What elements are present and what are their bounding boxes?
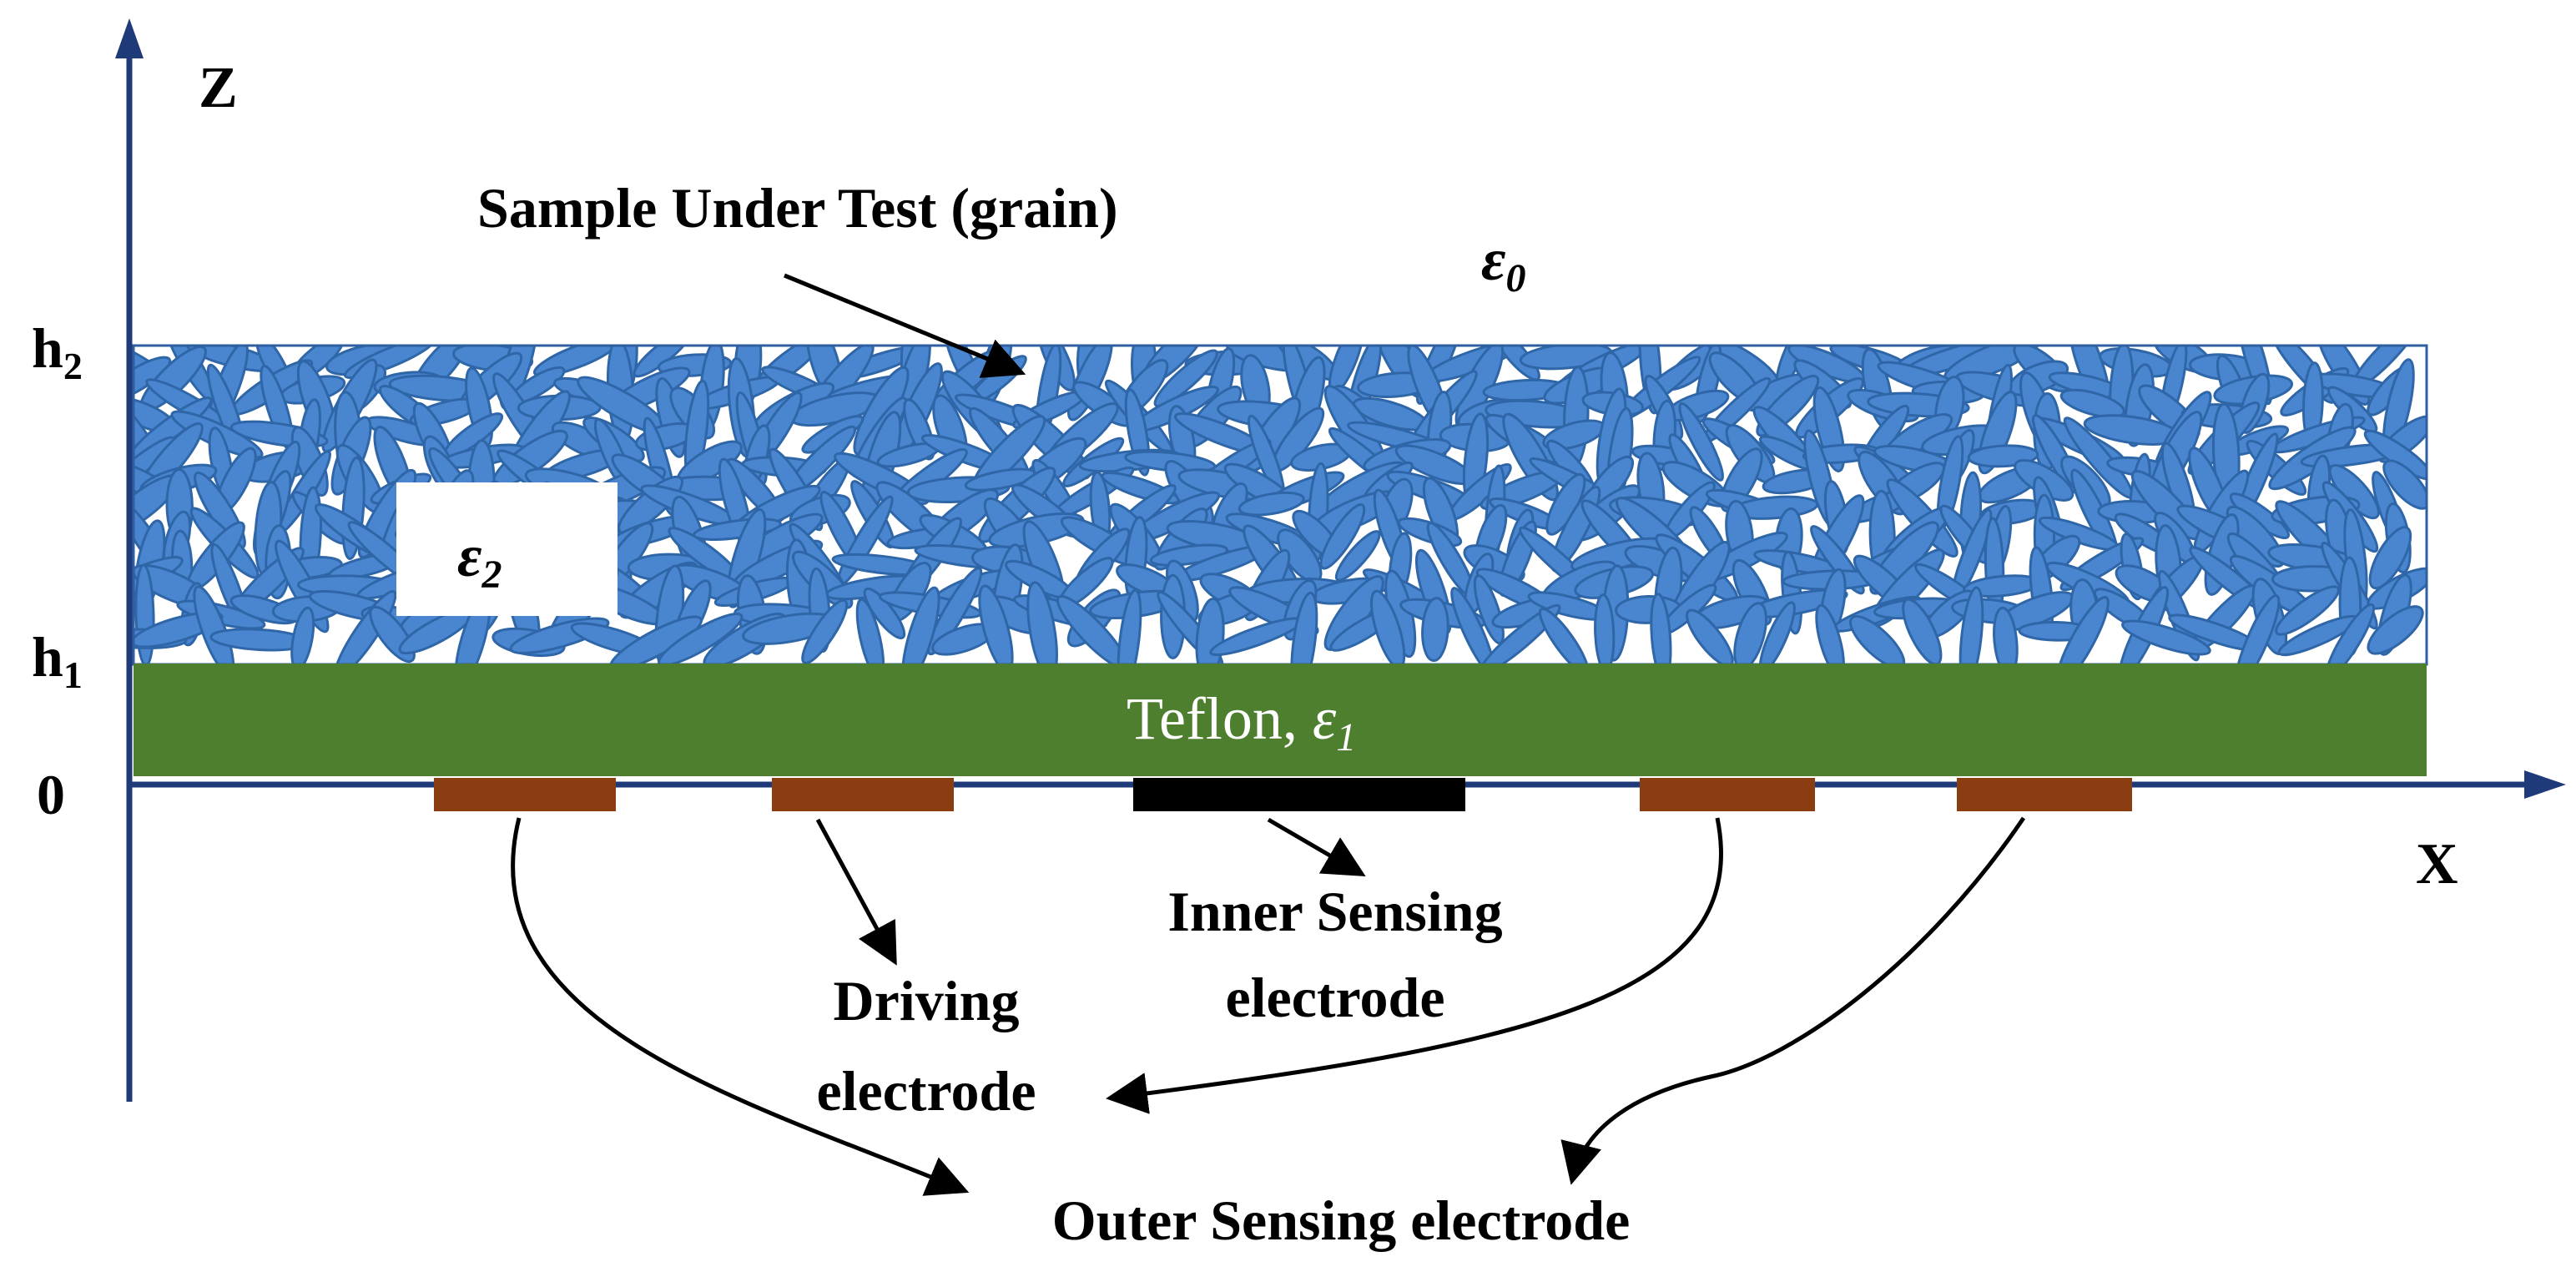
h1-label: h1: [32, 625, 83, 696]
grain-particle: [2275, 585, 2340, 636]
z-axis-label: Z: [199, 56, 238, 120]
grain-particle: [901, 586, 940, 664]
teflon-layer: [134, 664, 2427, 776]
grain-particle: [1195, 597, 1225, 664]
x-axis-arrowhead: [2524, 770, 2566, 799]
grain-particle: [1733, 602, 1767, 664]
grain-particle: [193, 585, 235, 664]
grain-particle: [1153, 349, 1218, 408]
outer-sensing-electrode-right: [1957, 778, 2132, 811]
grain-particle: [2235, 594, 2281, 664]
grain-particle: [1538, 607, 1590, 664]
grain-particle: [134, 356, 172, 402]
grain-particle: [855, 598, 885, 664]
grain-particle: [1758, 601, 1796, 664]
grain-particle: [1686, 608, 1734, 664]
grain-particle: [1117, 588, 1142, 664]
grain-particle: [1478, 603, 1561, 664]
driving-label-line2: electrode: [816, 1059, 1036, 1123]
z-axis: [115, 18, 144, 1102]
driving-electrode-right: [1640, 778, 1815, 811]
grain-particle: [2368, 526, 2412, 590]
grain-particles: [134, 346, 2427, 664]
sample-region: [132, 344, 2428, 666]
grain-particle: [1056, 594, 1128, 664]
inner-sensing-label-line2: electrode: [1225, 966, 1444, 1029]
grain-particle: [2325, 603, 2376, 664]
arrow-outer-right: [1560, 816, 2026, 1185]
arrow-outer-left: [511, 817, 970, 1196]
z-axis-arrowhead: [115, 18, 144, 58]
grain-particle: [1290, 591, 1318, 664]
grain-particle: [1026, 581, 1058, 664]
driving-electrode-left: [772, 778, 954, 811]
inner-sensing-electrode: [1133, 778, 1465, 811]
sample-under-test-label: Sample Under Test (grain): [477, 176, 1118, 240]
x-axis-label: X: [2416, 832, 2458, 896]
grain-particle: [532, 346, 621, 377]
arrow-inner-sensing: [1267, 817, 1366, 877]
grain-particle: [1238, 491, 1305, 517]
eps2-air-gap: [396, 482, 618, 616]
grain-particle: [1334, 530, 1381, 582]
arrow-driving-right: [1106, 817, 1723, 1114]
outer-sensing-label: Outer Sensing electrode: [1052, 1189, 1631, 1252]
grain-particle: [1319, 503, 1366, 570]
grain-particle: [1594, 593, 1616, 664]
grain-particle: [290, 606, 315, 664]
grain-particle: [2121, 619, 2211, 656]
grain-particle: [2055, 595, 2110, 664]
origin-label: 0: [37, 763, 65, 826]
grain-particle: [1370, 589, 1406, 664]
arrow-driving-left: [815, 818, 897, 966]
grain-particle: [978, 584, 1014, 664]
grain-particle: [863, 587, 906, 640]
grain-particle: [1958, 586, 1984, 664]
grain-particle: [1149, 543, 1228, 567]
grain-particle: [1815, 603, 1845, 664]
epsilon-0-label: ε0: [1481, 226, 1526, 300]
grain-particle: [1421, 597, 1449, 663]
grain-particle: [1993, 606, 2019, 664]
epsilon-2-label: ε2: [457, 522, 502, 597]
inner-sensing-label-line1: Inner Sensing: [1167, 880, 1502, 943]
arrow-sample-pointer: [784, 273, 1026, 378]
teflon-label: Teflon, ε1: [1127, 685, 1356, 760]
grain-particle: [2382, 459, 2427, 510]
h2-label: h2: [32, 316, 83, 387]
grain-particle: [801, 598, 849, 664]
grain-particle: [1650, 593, 1672, 664]
grain-particle: [1849, 615, 1906, 664]
driving-label-line1: Driving: [834, 969, 1020, 1032]
grain-particle: [1450, 587, 1495, 664]
grain-particle: [2059, 388, 2125, 419]
grain-particle: [2367, 605, 2424, 655]
grain-particle: [609, 615, 703, 664]
grain-particle: [926, 567, 983, 656]
outer-sensing-electrode-left: [434, 778, 616, 811]
grain-particle: [1678, 401, 1724, 482]
